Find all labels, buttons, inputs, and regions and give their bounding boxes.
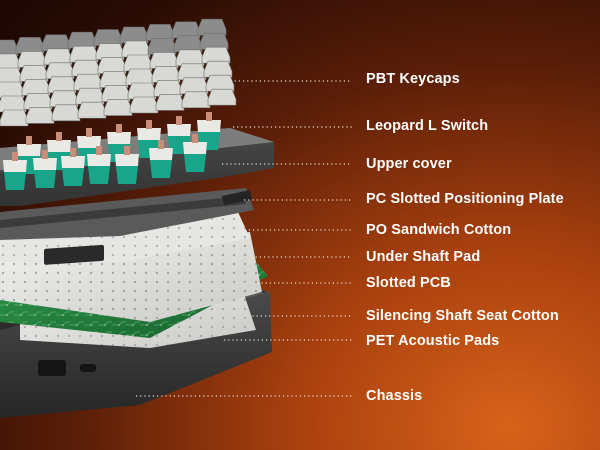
keycap-icon [0, 67, 23, 85]
keycap-icon [69, 45, 99, 63]
keycap-icon [123, 54, 153, 72]
switch-icon [87, 146, 111, 184]
keycap-icon [41, 34, 71, 52]
leader-lines [136, 80, 352, 397]
keycap-icon [207, 88, 237, 106]
keycap-icon [199, 32, 229, 50]
callout-upper-cover: Upper cover [366, 156, 452, 172]
keycap-icon [43, 48, 73, 66]
keycap-icon [101, 85, 131, 102]
keycap-icon [73, 73, 103, 91]
keycap-icon [155, 94, 185, 111]
keycap-icon [75, 87, 105, 105]
keycap-icon [93, 29, 123, 46]
keycap-icon [149, 52, 179, 69]
switch-icon [33, 150, 57, 188]
keycap-icon [19, 65, 49, 82]
keycap-icon [147, 38, 177, 55]
keycap-icon [151, 66, 181, 83]
keycap-icon [201, 46, 231, 64]
callout-pc-slotted-positioning-plate: PC Slotted Positioning Plate [366, 191, 564, 207]
switch-icon [3, 152, 27, 190]
callout-po-sandwich-cotton: PO Sandwich Cotton [366, 222, 512, 238]
keycap-icon [127, 82, 157, 100]
keycap-icon [179, 77, 209, 95]
callout-silencing-shaft-seat-cotton: Silencing Shaft Seat Cotton [366, 308, 559, 324]
switch-layer [3, 112, 221, 190]
pc-positioning-plate-layer [0, 188, 254, 240]
usb-port-icon [38, 360, 66, 376]
keycap-icon [0, 109, 29, 127]
keycap-icon [205, 74, 235, 92]
keycap-icon [119, 26, 149, 44]
keycap-icon [171, 21, 201, 39]
callout-chassis: Chassis [366, 388, 423, 404]
keycap-icon [23, 93, 53, 110]
keycap-icon [51, 104, 81, 122]
keycap-icon [77, 101, 107, 119]
keycap-icon [17, 51, 47, 68]
keycap-icon [71, 59, 101, 77]
switch-toggle-icon [80, 364, 96, 372]
keycap-icon [45, 62, 75, 80]
keycap-icon [21, 79, 51, 96]
keycap-icon [181, 91, 211, 109]
keycap-icon [125, 68, 155, 86]
keycap-icon [49, 90, 79, 108]
keycap-layer [0, 18, 237, 127]
keycap-icon [67, 31, 97, 49]
keycap-icon [173, 35, 203, 53]
keycap-icon [153, 80, 183, 97]
keycap-icon [121, 40, 151, 58]
keycap-icon [0, 81, 25, 99]
switch-icon [61, 148, 85, 186]
switch-icon [183, 134, 207, 172]
keycap-icon [15, 37, 45, 54]
keycap-icon [0, 39, 19, 57]
callout-pet-acoustic-pads: PET Acoustic Pads [366, 333, 500, 349]
keycap-icon [47, 76, 77, 94]
keycap-icon [99, 71, 129, 88]
callout-slotted-pcb: Slotted PCB [366, 275, 451, 291]
keycap-icon [145, 24, 175, 41]
keycap-icon [203, 60, 233, 78]
keycap-icon [103, 99, 133, 116]
keycap-icon [25, 107, 55, 124]
keycap-icon [197, 18, 227, 36]
keycap-icon [177, 63, 207, 81]
keycap-icon [0, 53, 21, 71]
callout-under-shaft-pad: Under Shaft Pad [366, 249, 481, 265]
keycap-icon [0, 95, 27, 113]
callout-pbt-keycaps: PBT Keycaps [366, 71, 460, 87]
callout-leopard-l-switch: Leopard L Switch [366, 118, 489, 134]
switch-icon [115, 146, 139, 184]
po-sandwich-cotton-layer [0, 212, 250, 265]
switch-icon [149, 140, 173, 178]
keycap-icon [95, 43, 125, 60]
keycap-icon [97, 57, 127, 74]
keycap-icon [129, 96, 159, 114]
keycap-icon [175, 49, 205, 67]
